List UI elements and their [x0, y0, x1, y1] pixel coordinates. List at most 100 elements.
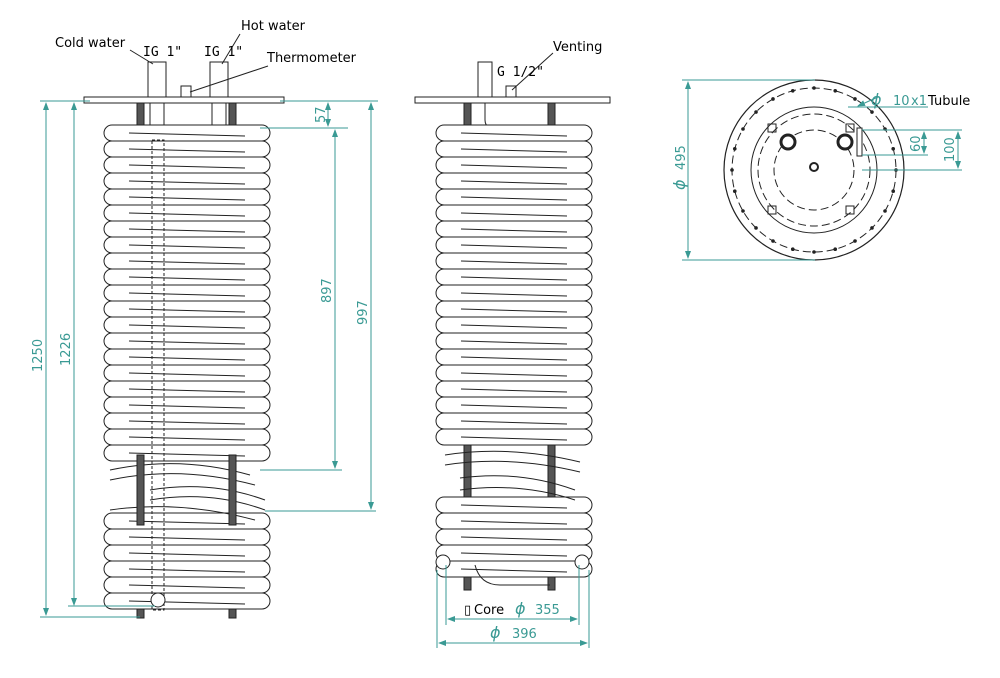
- middle-coil-loop: [435, 172, 593, 190]
- left-coil-loop: [103, 364, 271, 382]
- middle-coil-loop: [435, 156, 593, 174]
- middle-dimensions: [436, 565, 590, 648]
- middle-coil-loop-helix: [460, 504, 568, 509]
- left-coil-loop-helix: [128, 552, 246, 557]
- bolt-hole: [853, 97, 857, 101]
- middle-coil-loop: [435, 544, 593, 562]
- hot-water-leader: [221, 33, 241, 65]
- cold-water-label: Cold water: [55, 36, 126, 51]
- g-half-label: G 1/2": [497, 65, 544, 80]
- middle-coil-loop: [435, 204, 593, 222]
- core-dia-value: 355: [535, 603, 560, 618]
- middle-coil-loop-helix: [460, 340, 568, 345]
- bolt-hole: [833, 88, 838, 93]
- core-phi: ϕ: [515, 599, 526, 618]
- left-coil-loop: [103, 428, 271, 446]
- tubule-phi: ϕ: [871, 90, 882, 109]
- hot-water-label: Hot water: [241, 19, 306, 34]
- left-coil-loop: [103, 560, 271, 578]
- hot-water-pipe: [209, 61, 229, 98]
- left-coil-loop: [103, 528, 271, 546]
- left-coil-loop-helix: [128, 244, 246, 249]
- left-coil-loop-helix: [128, 600, 246, 605]
- left-coil-loop: [103, 380, 271, 398]
- top-dimensions: [682, 79, 962, 261]
- middle-coil-loop-helix: [460, 260, 568, 265]
- left-bottom-outlet: [150, 592, 166, 608]
- left-coil-loop: [103, 140, 271, 158]
- left-coil-loop-helix: [128, 148, 246, 153]
- left-coil-stack-upper: [103, 124, 271, 462]
- left-coil-loop-helix: [128, 324, 246, 329]
- middle-coil-loop: [435, 380, 593, 398]
- left-coil-loop: [103, 332, 271, 350]
- middle-coil-loop: [435, 428, 593, 446]
- bolt-hole: [833, 247, 838, 252]
- bolt-hole: [730, 168, 734, 172]
- bolt-hole: [771, 239, 775, 243]
- left-coil-loop: [103, 268, 271, 286]
- cold-water-leader: [129, 49, 154, 65]
- ig1-right-label: IG 1": [204, 45, 243, 60]
- middle-coil-loop: [435, 140, 593, 158]
- top-hot-port: [836, 133, 854, 151]
- bolt-hole: [790, 247, 795, 252]
- left-dimensions: [40, 100, 378, 618]
- bolt-hole: [812, 86, 816, 90]
- left-return-pipe: [151, 139, 165, 611]
- bolt-hole: [732, 189, 737, 194]
- middle-coil-loop-helix: [460, 196, 568, 201]
- middle-coil-loop-helix: [460, 404, 568, 409]
- left-coil-loop-helix: [128, 356, 246, 361]
- left-coil-loop-helix: [128, 404, 246, 409]
- tubule-dia-value: 10: [893, 94, 910, 109]
- dim-100: 100: [943, 137, 958, 162]
- middle-coil-loop: [435, 364, 593, 382]
- middle-coil-loop: [435, 332, 593, 350]
- middle-end-left: [435, 554, 451, 570]
- dim-997: 997: [356, 300, 371, 325]
- middle-coil-loop-helix: [460, 372, 568, 377]
- core-label: Core: [474, 603, 504, 618]
- left-coil-loop: [103, 512, 271, 530]
- left-coil-loop-helix: [128, 372, 246, 377]
- middle-flange-plate: [414, 96, 611, 104]
- left-coil-loop-helix: [128, 536, 246, 541]
- left-coil-loop-helix: [128, 132, 246, 137]
- middle-coil-loop: [435, 284, 593, 302]
- middle-coil-loop-helix: [460, 180, 568, 185]
- top-rod-se: [845, 205, 855, 215]
- left-coil-loop-helix: [128, 212, 246, 217]
- left-coil-loop: [103, 316, 271, 334]
- bolt-hole: [732, 146, 737, 151]
- middle-coil-loop-helix: [460, 164, 568, 169]
- middle-bottom-return: [474, 564, 550, 586]
- left-coil-loop: [103, 236, 271, 254]
- middle-coil-loop: [435, 348, 593, 366]
- left-coil-loop-helix: [128, 388, 246, 393]
- middle-coil-loop-helix: [460, 308, 568, 313]
- left-coil-loop: [103, 156, 271, 174]
- left-coil-loop: [103, 396, 271, 414]
- middle-coil-loop-helix: [460, 568, 568, 573]
- top-view: [723, 79, 905, 261]
- left-coil-loop-helix: [128, 228, 246, 233]
- middle-coil-loop: [435, 396, 593, 414]
- bolt-hole: [741, 209, 745, 213]
- dim-1226: 1226: [59, 333, 74, 366]
- middle-coil-loop: [435, 512, 593, 530]
- middle-gap-spiral: [444, 450, 581, 501]
- middle-coil-loop-helix: [460, 388, 568, 393]
- bolt-hole: [754, 110, 758, 114]
- left-coil-loop-helix: [128, 196, 246, 201]
- middle-coil-loop-helix: [460, 244, 568, 249]
- left-coil-loop: [103, 124, 271, 142]
- flange-phi: ϕ: [670, 179, 689, 190]
- middle-view: [414, 61, 611, 591]
- venting-leader: [511, 52, 554, 91]
- top-rod-sw: [767, 205, 777, 215]
- bolt-hole: [771, 97, 775, 101]
- top-rod-nw: [767, 123, 777, 133]
